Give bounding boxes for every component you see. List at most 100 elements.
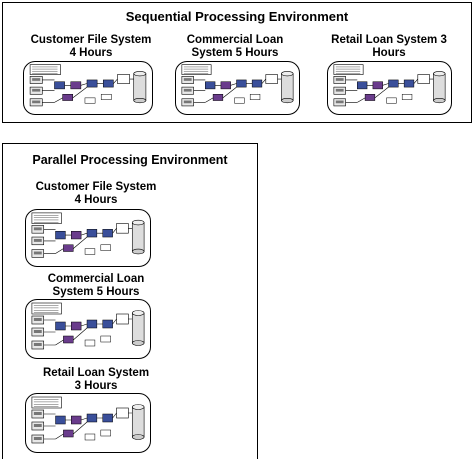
connector [230,83,237,86]
seq-system-1-line2: 4 Hours [69,47,113,59]
source-file-detail [183,100,192,104]
output-box [116,223,129,234]
connector [112,228,117,234]
report-doc [100,94,112,100]
process-node-2 [372,81,383,90]
output-box [116,313,129,325]
par-system-label-3: Retail Loan System 3 Hours [7,367,185,393]
connector [80,83,88,86]
seq-system-2-line2: System 5 Hours [191,47,279,59]
process-node-3 [86,229,98,238]
report-doc [84,339,96,347]
database-bottom [131,434,145,440]
report-doc [84,97,96,104]
source-file-detail [33,412,42,415]
database-icon [131,222,145,252]
connector [81,232,88,236]
process-node-4 [102,79,114,88]
process-node-1 [205,81,216,90]
connector [382,83,389,86]
flow-diagram-svg [181,64,294,107]
database-bottom [281,98,294,104]
par-system-3-line2: 3 Hours [74,380,118,392]
database-icon [433,73,446,101]
flow-diagram-svg [333,64,446,107]
par-system-1-line2: 4 Hours [74,194,118,206]
seq-flow-diagram-1 [23,61,153,115]
output-box [117,74,130,84]
par-system-2-line2: System 5 Hours [52,286,140,298]
flow-diagram-svg [31,396,145,444]
process-node-lower [63,244,74,252]
source-file-detail [32,78,41,81]
par-flow-diagram-1 [25,209,151,267]
database-top [131,404,145,410]
report-doc [386,97,397,104]
flow-diagram-svg [31,212,145,258]
sequential-panel: Sequential Processing Environment Custom… [2,2,472,123]
flow-diagram-svg [31,302,145,350]
note-block [31,302,62,315]
process-node-2 [220,81,231,90]
database-icon [281,73,294,101]
process-node-1 [55,415,66,425]
parallel-panel: Parallel Processing Environment Customer… [2,143,258,459]
source-file-detail [33,251,42,255]
connector [357,97,366,103]
source-file-detail [33,343,42,346]
seq-system-label-3: Retail Loan System 3 Hours [315,34,463,60]
report-doc [100,429,111,437]
par-system-label-2: Commercial Loan System 5 Hours [7,273,185,299]
database-bottom [433,98,446,104]
connector [55,248,64,254]
database-icon [131,406,145,438]
process-node-1 [55,321,66,331]
connector [112,412,117,419]
database-top [433,71,446,77]
source-file-detail [33,318,42,321]
process-node-lower [212,94,224,101]
source-file-detail [335,100,344,104]
database-bottom [133,98,147,104]
source-file-detail [33,437,42,440]
process-node-lower [63,335,74,344]
process-node-2 [71,321,82,331]
note-block [31,396,62,409]
connector [54,97,63,103]
process-node-3 [86,319,98,329]
seq-system-3-line2: Hours [372,47,406,59]
parallel-title: Parallel Processing Environment [32,153,228,167]
connector [73,421,88,435]
process-node-lower [63,429,74,438]
connector [73,236,88,249]
connector [81,417,88,421]
connector [113,78,118,84]
par-system-3-line1: Retail Loan System [42,367,150,379]
connector [374,86,389,99]
source-file-detail [183,78,192,81]
process-node-3 [236,79,247,88]
connector [55,433,64,440]
par-flow-diagram-2 [25,299,151,359]
process-node-lower [364,94,376,101]
process-node-1 [54,81,65,90]
connector [261,78,267,84]
flow-diagram-svg [29,64,147,107]
seq-system-label-2: Commercial Loan System 5 Hours [165,34,305,60]
process-node-1 [357,81,368,90]
process-node-4 [102,229,113,238]
process-node-4 [251,79,263,88]
source-file-detail [32,88,41,92]
output-box [265,74,278,84]
source-file-detail [33,424,42,427]
seq-flow-diagram-2 [175,61,300,115]
note-block [31,212,62,224]
database-bottom [131,248,145,255]
report-doc [84,248,96,255]
source-file-detail [335,88,344,92]
process-node-4 [403,79,415,88]
source-file-detail [33,227,42,231]
source-file-detail [335,78,344,81]
report-doc [100,335,111,343]
process-node-2 [70,81,82,90]
